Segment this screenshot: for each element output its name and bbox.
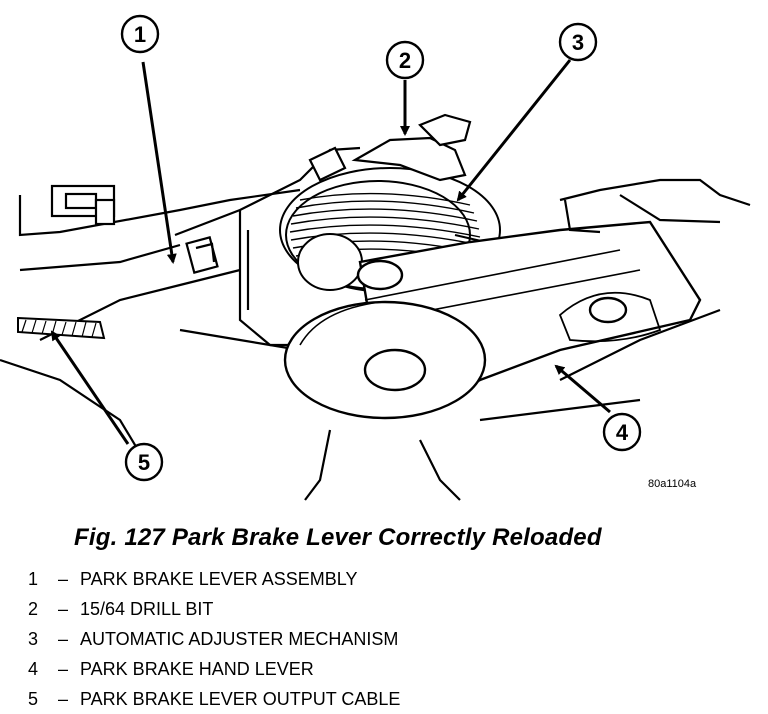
legend-text: PARK BRAKE LEVER ASSEMBLY: [80, 569, 358, 589]
callout-3: 3: [558, 22, 598, 62]
legend-separator: –: [57, 689, 68, 709]
callout-5: 5: [124, 442, 164, 482]
legend-item: 2–15/64 DRILL BIT: [28, 594, 400, 624]
legend-text: 15/64 DRILL BIT: [80, 599, 214, 619]
legend-number: 5: [28, 689, 39, 709]
rear-bracket: [559, 178, 751, 234]
legend-item: 3–AUTOMATIC ADJUSTER MECHANISM: [28, 624, 400, 654]
callout-2: 2: [385, 40, 425, 80]
legend-text: AUTOMATIC ADJUSTER MECHANISM: [80, 629, 399, 649]
callout-3-arrow: [456, 59, 572, 202]
legend-separator: –: [57, 629, 68, 649]
callout-1-label: 1: [134, 22, 146, 47]
legend-item: 4–PARK BRAKE HAND LEVER: [28, 654, 400, 684]
callout-2-label: 2: [399, 48, 411, 73]
callout-4: 4: [602, 412, 642, 452]
mounting-clip: [50, 184, 116, 226]
callout-3-label: 3: [572, 30, 584, 55]
output-cable: [17, 316, 106, 340]
legend-item: 5–PARK BRAKE LEVER OUTPUT CABLE: [28, 684, 400, 714]
legend-separator: –: [57, 569, 68, 589]
lever-assembly-housing: [174, 146, 361, 347]
legend-item: 1–PARK BRAKE LEVER ASSEMBLY: [28, 564, 400, 594]
drill-bit: [308, 113, 472, 182]
lever-pivot-disc: [283, 300, 487, 420]
legend-number: 2: [28, 599, 39, 619]
callout-4-arrow: [554, 364, 611, 414]
legend-separator: –: [57, 599, 68, 619]
floor-panel: [0, 188, 721, 501]
legend-separator: –: [57, 659, 68, 679]
legend-text: PARK BRAKE LEVER OUTPUT CABLE: [80, 689, 401, 709]
legend-text: PARK BRAKE HAND LEVER: [80, 659, 314, 679]
callout-5-label: 5: [138, 450, 150, 475]
legend-number: 4: [28, 659, 39, 679]
callout-1-arrow: [141, 61, 177, 264]
callout-1: 1: [120, 14, 160, 54]
figure-caption: Fig. 127 Park Brake Lever Correctly Relo…: [74, 524, 602, 551]
park-brake-lever-illustration: 1 2 3 4 5: [0, 14, 751, 501]
legend-number: 3: [28, 629, 39, 649]
legend-list: 1–PARK BRAKE LEVER ASSEMBLY 2–15/64 DRIL…: [28, 564, 400, 714]
legend-number: 1: [28, 569, 39, 589]
leader-arrows: [50, 59, 611, 445]
callout-5-arrow: [50, 330, 130, 445]
figure-id: 80a1104a: [648, 478, 697, 490]
callout-4-label: 4: [616, 420, 629, 445]
